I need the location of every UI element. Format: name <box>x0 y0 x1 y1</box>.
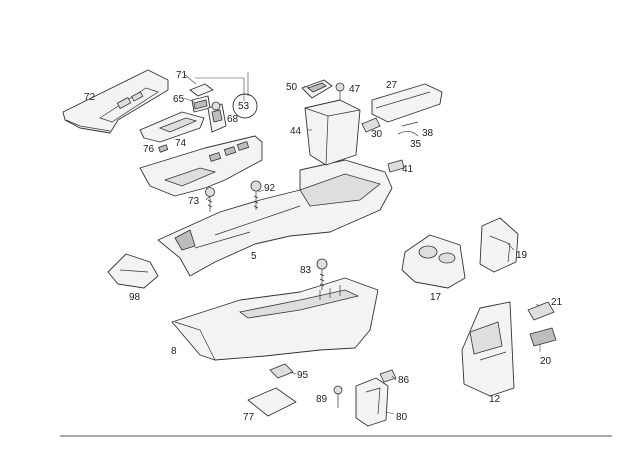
callout-8: 8 <box>171 346 177 357</box>
part-21-connector <box>527 301 555 321</box>
part-76-clip <box>158 144 169 153</box>
part-5-center-console <box>139 135 393 277</box>
part-19-bracket <box>479 217 519 273</box>
part-73-screw <box>205 187 215 212</box>
callout-41: 41 <box>402 164 414 175</box>
part-68-switch-block <box>207 101 227 133</box>
part-47-screw <box>335 82 345 104</box>
part-44-storage-box <box>304 99 361 166</box>
leader-lines <box>183 73 541 415</box>
callout-98: 98 <box>129 292 141 303</box>
part-86-clip <box>379 369 397 383</box>
callout-47: 47 <box>349 84 361 95</box>
callout-labels: 71 72 65 53 68 74 76 50 47 27 44 30 38 3… <box>84 70 563 423</box>
part-65-switch <box>191 95 211 113</box>
part-30-hinge <box>361 117 381 133</box>
part-74-trim <box>139 111 205 143</box>
callout-92: 92 <box>264 183 276 194</box>
callout-53: 53 <box>238 101 250 112</box>
part-41-latch <box>387 159 405 173</box>
part-98-end-cap <box>107 253 159 289</box>
callout-12: 12 <box>489 394 501 405</box>
callout-89: 89 <box>316 394 328 405</box>
callout-72: 72 <box>84 92 96 103</box>
callout-5: 5 <box>251 251 257 262</box>
callout-17: 17 <box>430 292 442 303</box>
part-83-screw <box>316 258 328 290</box>
part-35-spring <box>397 131 419 137</box>
part-38-pin <box>401 121 419 127</box>
part-71-insert <box>189 72 249 101</box>
callout-19: 19 <box>516 250 528 261</box>
callout-21: 21 <box>551 297 563 308</box>
part-72-trim-panel <box>62 69 169 134</box>
part-8-lower-console <box>171 277 379 361</box>
callout-73: 73 <box>188 196 200 207</box>
callout-86: 86 <box>398 375 410 386</box>
part-50-tray <box>301 79 333 99</box>
callout-35: 35 <box>410 139 422 150</box>
callout-71: 71 <box>176 70 188 81</box>
part-53-marker <box>232 93 258 119</box>
callout-50: 50 <box>286 82 298 93</box>
part-17-cupholder <box>401 234 466 289</box>
part-89-screw <box>333 385 343 408</box>
part-95-clip <box>269 363 294 379</box>
part-20-switch <box>529 327 557 347</box>
callout-76: 76 <box>143 144 155 155</box>
part-80-bracket <box>355 377 389 427</box>
part-92-screw <box>250 180 262 210</box>
part-77-mat <box>247 387 297 417</box>
callout-27: 27 <box>386 80 398 91</box>
callout-68: 68 <box>227 114 239 125</box>
callout-65: 65 <box>173 94 185 105</box>
callout-20: 20 <box>540 356 552 367</box>
callout-74: 74 <box>175 138 187 149</box>
callout-30: 30 <box>371 129 383 140</box>
part-27-lid <box>371 83 443 123</box>
callout-38: 38 <box>422 128 434 139</box>
part-12-insert <box>461 301 515 397</box>
callout-83: 83 <box>300 265 312 276</box>
callout-77: 77 <box>243 412 255 423</box>
callout-80: 80 <box>396 412 408 423</box>
callout-95: 95 <box>297 370 309 381</box>
callout-44: 44 <box>290 126 302 137</box>
